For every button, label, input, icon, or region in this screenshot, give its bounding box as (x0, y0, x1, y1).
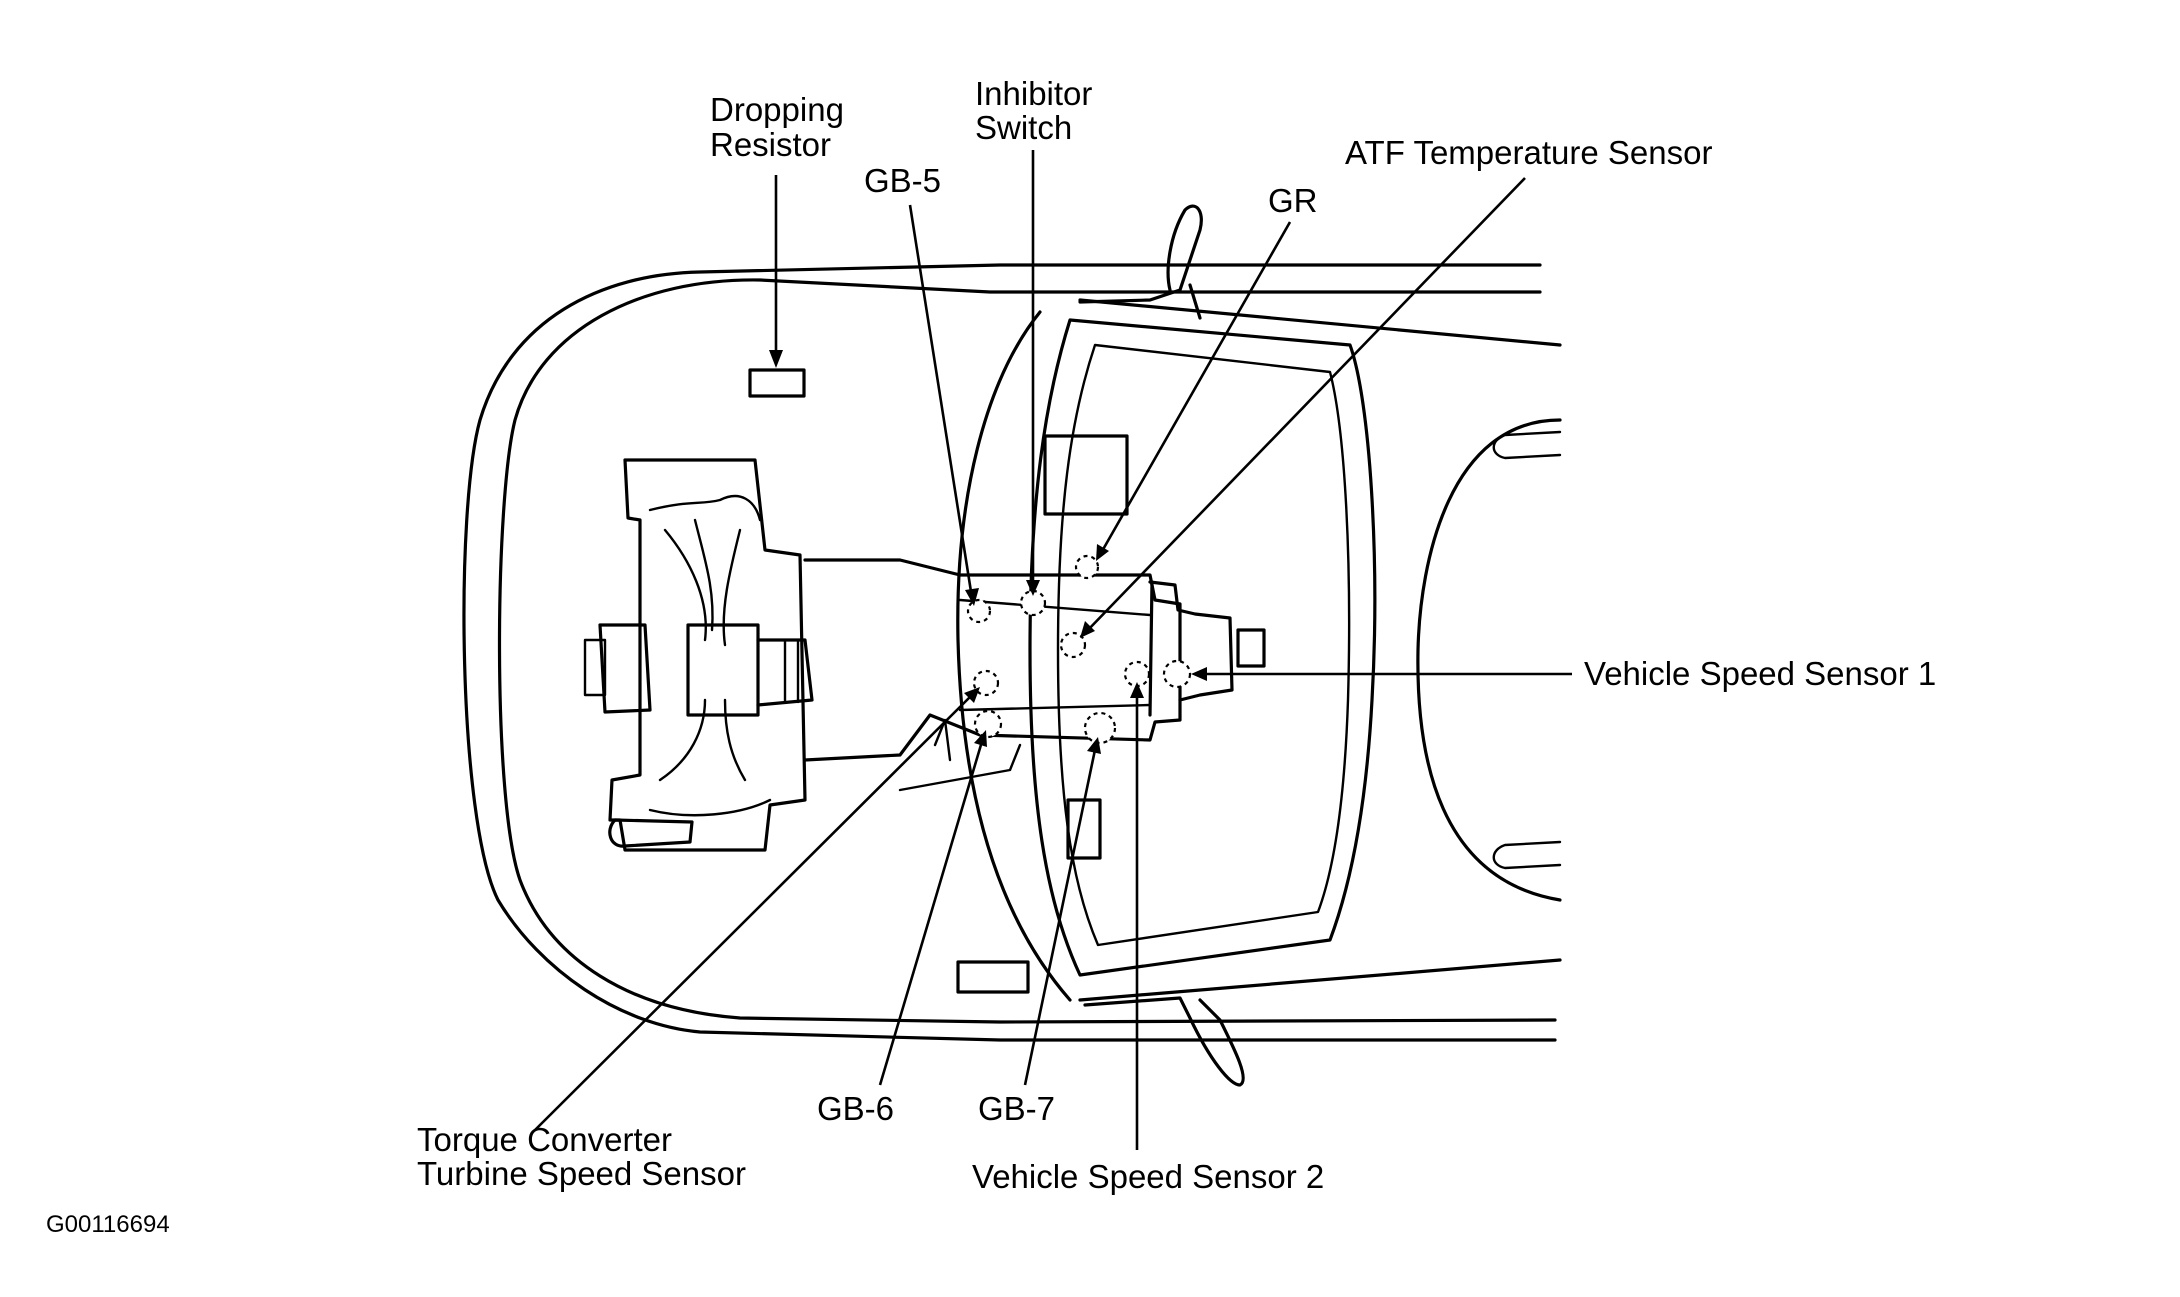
label-dropping-resistor-line2: Resistor (710, 126, 831, 163)
label-vehicle-speed-sensor-1: Vehicle Speed Sensor 1 (1584, 655, 1936, 692)
engine-assembly (583, 458, 814, 852)
gb5-location (966, 598, 992, 624)
label-gb6: GB-6 (817, 1090, 894, 1127)
dropping-resistor-box (748, 368, 806, 398)
label-atf-temperature-sensor: ATF Temperature Sensor (1345, 134, 1712, 171)
torque-converter-sensor-location (972, 669, 1000, 697)
leader-lines (534, 150, 1572, 1150)
label-gb7: GB-7 (978, 1090, 1055, 1127)
label-inhibitor-switch-line1: Inhibitor (975, 75, 1092, 112)
vss1-location (1162, 659, 1192, 689)
gr-location (1074, 554, 1100, 580)
label-torque-converter-line2: Turbine Speed Sensor (417, 1155, 746, 1192)
gb6-location (973, 709, 1003, 739)
gb7-location (1083, 711, 1117, 745)
atf-temp-sensor-location (1059, 631, 1087, 659)
figure-reference-id: G00116694 (46, 1211, 170, 1238)
label-torque-converter-line1: Torque Converter (417, 1121, 672, 1158)
sensor-locations (966, 554, 1192, 745)
label-inhibitor-switch-line2: Switch (975, 109, 1072, 146)
label-dropping-resistor-line1: Dropping (710, 91, 844, 128)
transmission-assembly (803, 434, 1266, 994)
label-vehicle-speed-sensor-2: Vehicle Speed Sensor 2 (972, 1158, 1324, 1195)
label-gb5: GB-5 (864, 162, 941, 199)
car-body-outline (462, 204, 1562, 1087)
label-gr: GR (1268, 182, 1318, 219)
